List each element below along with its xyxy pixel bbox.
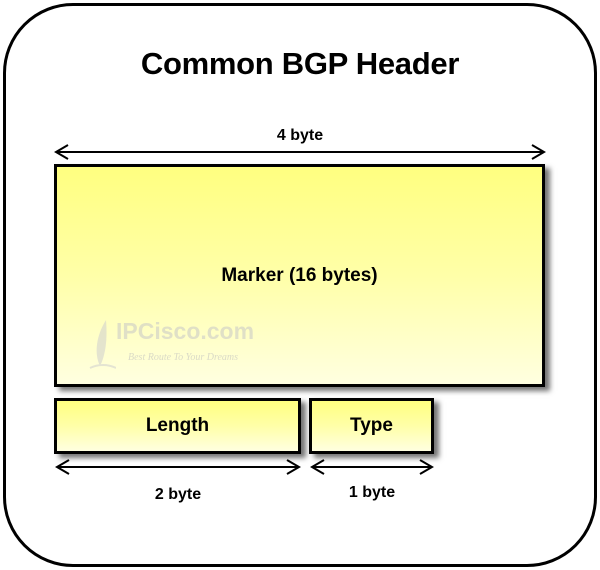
marker-field-box: Marker (16 bytes)	[54, 164, 545, 387]
marker-field-label: Marker (16 bytes)	[221, 264, 378, 286]
length-width-label: 2 byte	[154, 486, 202, 503]
type-width-label: 1 byte	[348, 484, 396, 501]
watermark-slogan: Best Route To Your Dreams	[128, 352, 239, 363]
type-width-arrow-icon	[310, 459, 434, 475]
watermark: IPCisco.com Best Route To Your Dreams	[88, 318, 258, 378]
length-field-label: Length	[145, 415, 210, 436]
sail-logo-icon	[89, 320, 116, 369]
length-width-arrow-icon	[55, 459, 301, 475]
type-field-label: Type	[350, 415, 393, 436]
diagram-title: Common BGP Header	[140, 46, 460, 81]
type-field-box: Type	[309, 398, 434, 454]
watermark-name: IPCisco.com	[116, 318, 255, 344]
length-field-box: Length	[54, 398, 301, 454]
marker-width-arrow-icon	[54, 144, 546, 160]
marker-width-label: 4 byte	[276, 127, 324, 144]
